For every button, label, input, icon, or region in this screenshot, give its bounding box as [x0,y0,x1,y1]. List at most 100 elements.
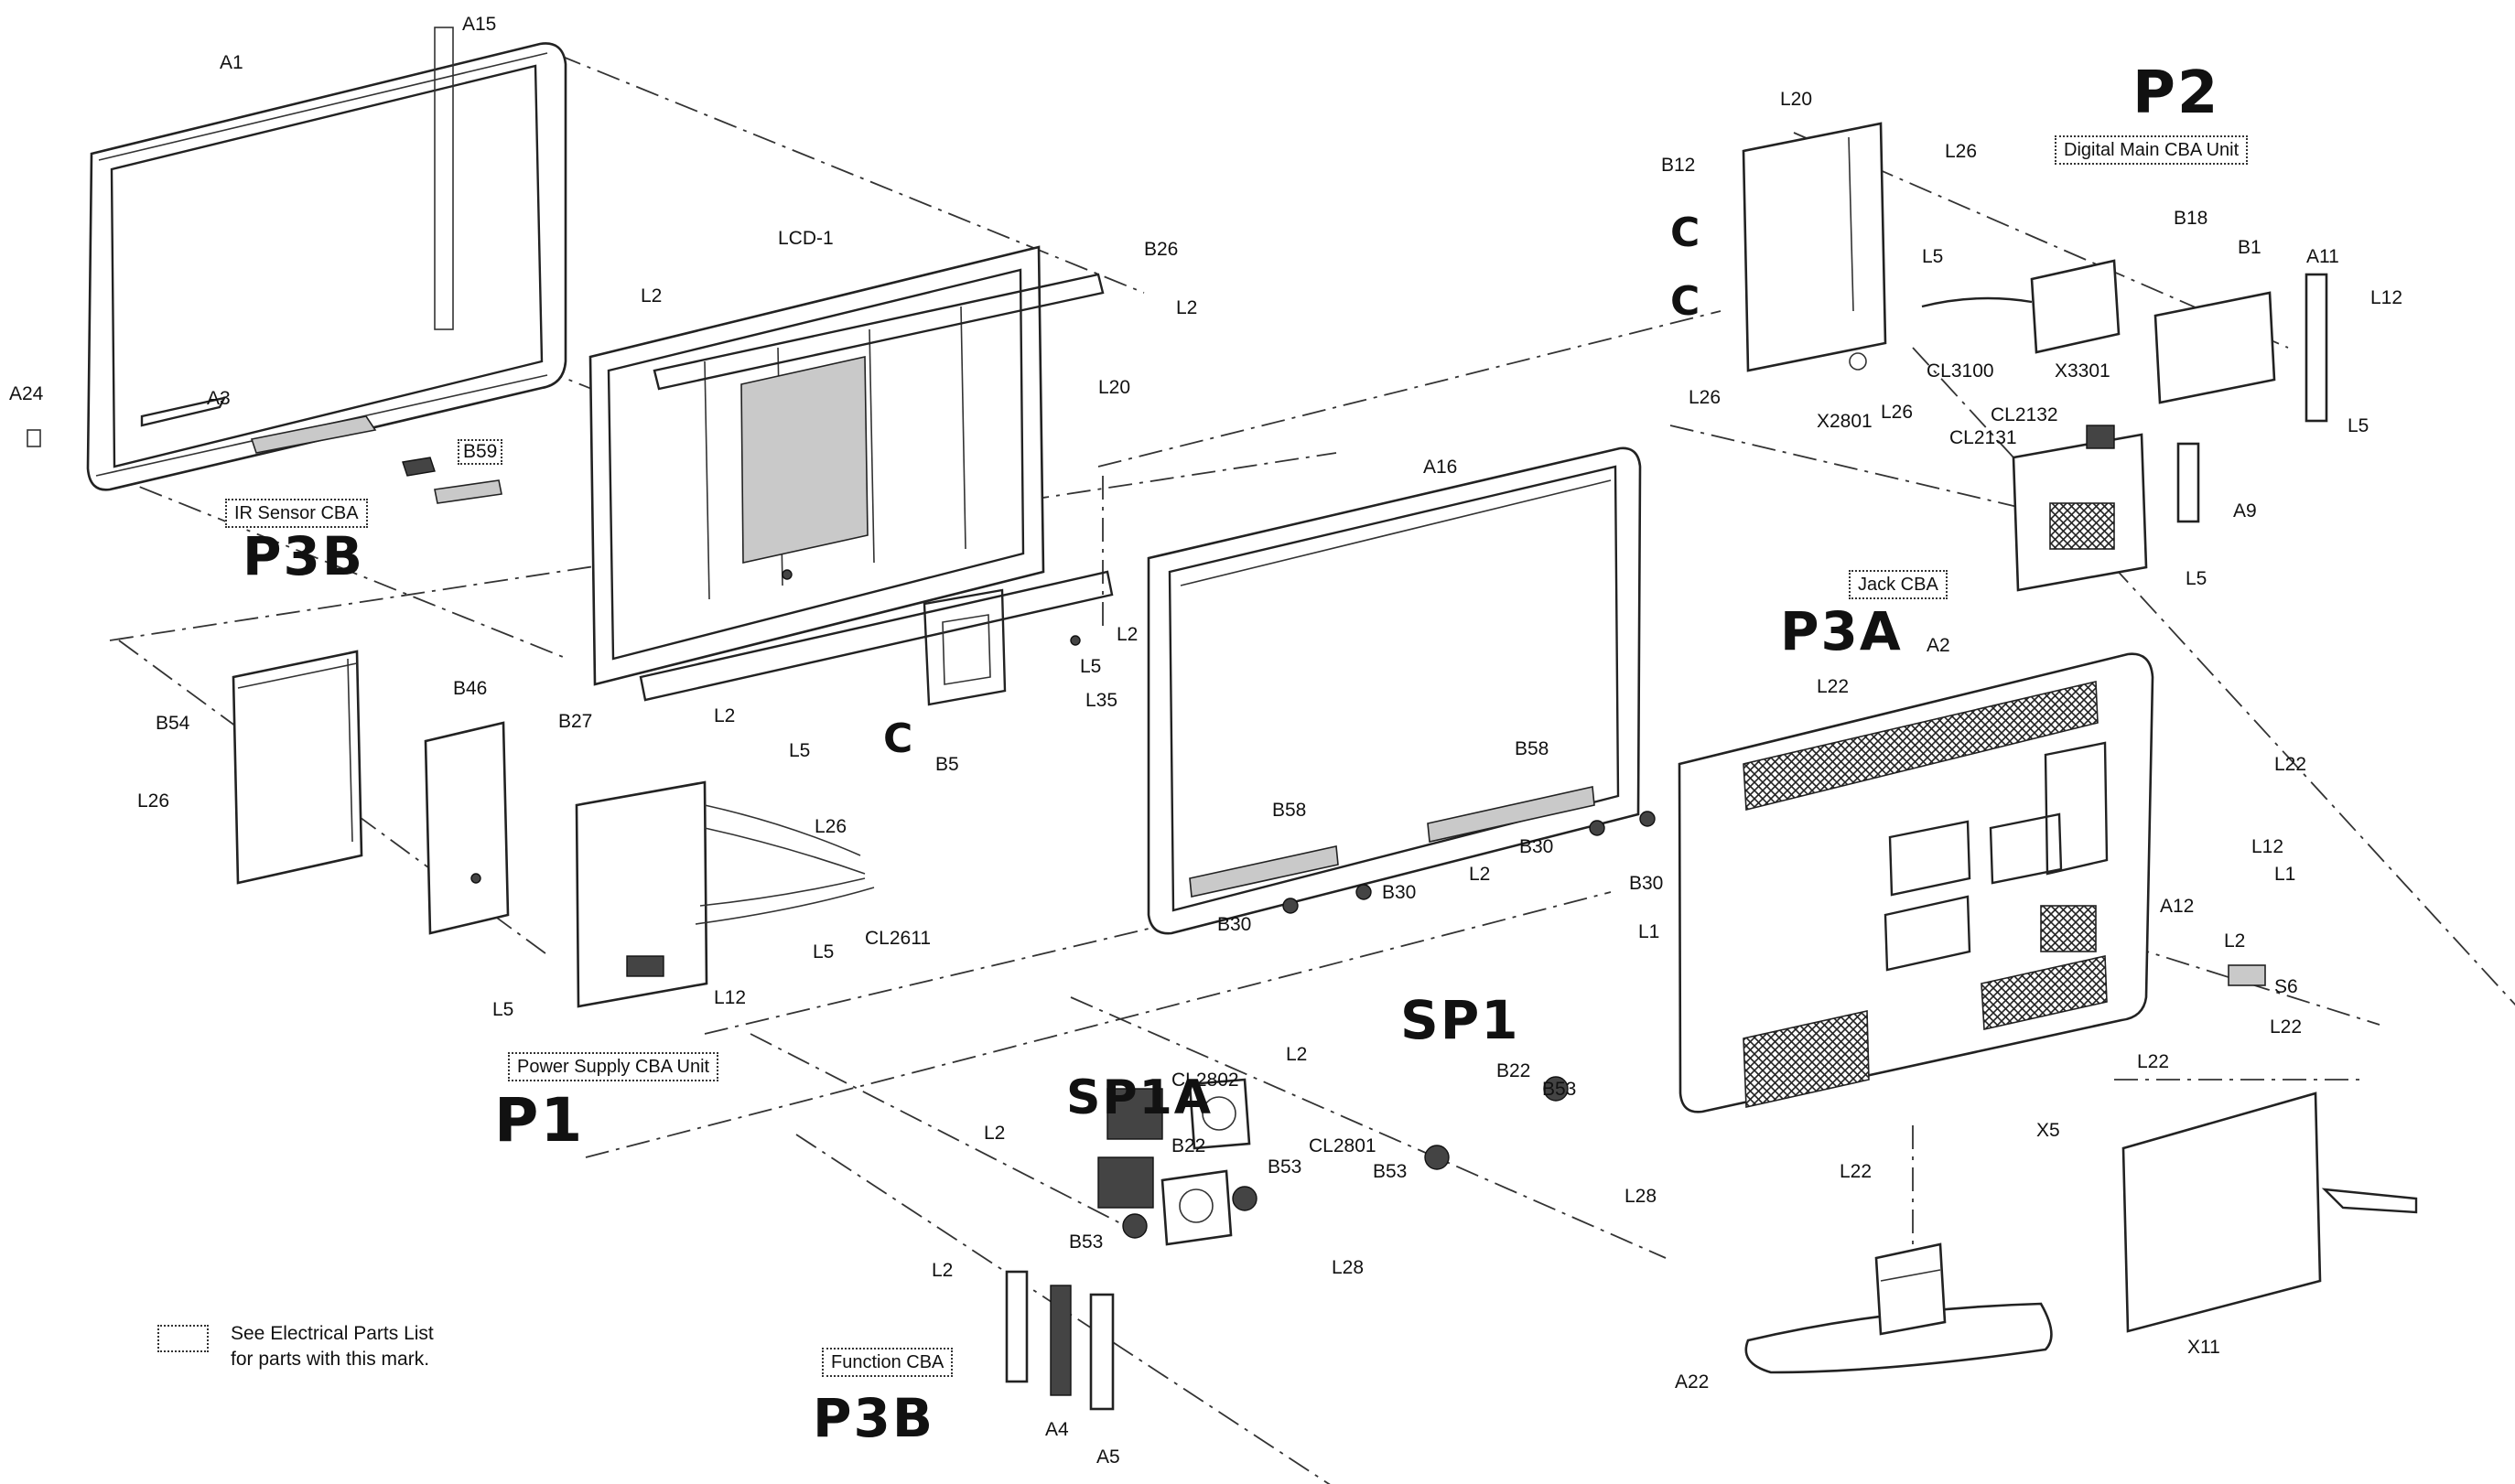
part-label: B12 [1661,155,1696,176]
part-label: X5 [2036,1120,2060,1141]
part-label: L22 [2274,754,2307,775]
back-cover-A2 [1678,652,2266,1113]
handwritten-p1: P1 [494,1085,585,1156]
part-label: L2 [1117,624,1139,645]
part-label: A24 [9,383,44,404]
part-label: L5 [789,740,811,761]
part-label: A3 [207,388,231,409]
jack-unit-label: Jack CBA [1849,570,1948,599]
part-label: L26 [137,790,170,812]
part-label: CL2131 [1949,427,2017,448]
part-label: L2 [932,1260,954,1281]
part-label: L26 [1881,402,1914,423]
part-label: L2 [2224,930,2246,952]
rear-frame-A16 [1147,446,1656,935]
part-label: L28 [1624,1186,1657,1207]
part-label: L22 [2137,1051,2170,1072]
ir-sensor-unit-label: IR Sensor CBA [225,499,368,528]
part-label: X11 [2187,1337,2220,1358]
part-label: L12 [2251,836,2284,857]
power-supply-board [575,780,875,1008]
part-label: B22 [1496,1060,1531,1081]
handwritten-p2: P2 [2132,59,2220,127]
part-label: A12 [2160,896,2195,917]
part-label: B53 [1542,1079,1577,1100]
jack-board [2012,425,2200,592]
part-label: CL2611 [865,928,932,949]
part-label: B1 [2238,237,2261,258]
part-label: L35 [1085,690,1118,711]
part-label: L2 [1176,297,1198,318]
part-label: L5 [492,999,514,1020]
part-label: L2 [641,285,663,306]
part-label: A16 [1423,457,1458,478]
part-label: A9 [2233,500,2257,522]
digital-main-chassis [1742,122,2328,423]
handwritten-c: C [1670,210,1702,256]
stand-A22 [1744,1242,2053,1374]
shield-plates [232,650,510,935]
part-label: L2 [984,1123,1006,1144]
part-label: B53 [1268,1156,1302,1178]
part-label: L20 [1098,377,1131,398]
legend-dotted-box [157,1325,209,1352]
handwritten-sp1a: SP1A [1066,1070,1213,1125]
legend-line-2: for parts with this mark. [231,1349,430,1370]
part-label: B30 [1629,873,1664,894]
part-label: B22 [1171,1135,1206,1156]
part-label: CL2801 [1309,1135,1376,1156]
part-label: B30 [1519,836,1554,857]
part-label: B26 [1144,239,1179,260]
lcd-panel-frame [588,245,1114,706]
part-label: B58 [1272,800,1307,821]
part-label: A4 [1045,1419,1069,1440]
part-label: A2 [1927,635,1950,656]
handwritten-sp1: SP1 [1400,989,1520,1051]
function-unit-label: Function CBA [822,1348,954,1377]
part-label: L26 [1689,387,1722,408]
front-bezel-A1 [27,27,567,504]
digital-main-unit-label: Digital Main CBA Unit [2055,135,2249,165]
part-label: A1 [220,52,243,73]
part-label: L5 [2348,415,2369,436]
part-label: L5 [2186,568,2207,589]
part-label: B46 [453,678,488,699]
part-label: B5 [935,754,959,775]
part-label: S6 [2274,976,2298,997]
handwritten-p3b-top: P3B [243,525,365,587]
part-label: A5 [1096,1446,1120,1468]
part-label: L28 [1332,1257,1365,1278]
part-label: L26 [815,816,847,837]
part-label: LCD-1 [778,228,834,249]
part-label: X2801 [1817,411,1873,432]
part-label: L20 [1780,89,1813,110]
part-label: B59 [458,439,503,465]
speakers [1097,1076,1569,1246]
part-label: B27 [558,711,593,732]
part-label: L22 [2270,1016,2303,1038]
part-label: L1 [2274,864,2296,885]
part-label: L22 [1840,1161,1873,1182]
part-label: CL2132 [1991,404,2058,425]
legend-line-1: See Electrical Parts List [231,1323,434,1344]
cover-sheet-X11 [2121,1091,2418,1333]
part-label: L12 [714,987,747,1008]
handwritten-p3a: P3A [1780,600,1903,662]
part-label: L2 [1286,1044,1308,1065]
part-label: A15 [462,14,497,35]
part-label: B53 [1373,1161,1408,1182]
power-supply-unit-label: Power Supply CBA Unit [508,1052,719,1081]
part-label: L5 [1922,246,1944,267]
part-label: L2 [1469,864,1491,885]
part-label: L12 [2370,287,2403,308]
part-label: L2 [714,705,736,726]
handwritten-c: C [1670,278,1702,325]
part-label: B58 [1515,738,1549,759]
part-label: B54 [156,713,190,734]
part-label: L22 [1817,676,1850,697]
part-label: A22 [1675,1371,1710,1393]
function-board [1005,1270,1115,1411]
part-label: B53 [1069,1231,1104,1253]
